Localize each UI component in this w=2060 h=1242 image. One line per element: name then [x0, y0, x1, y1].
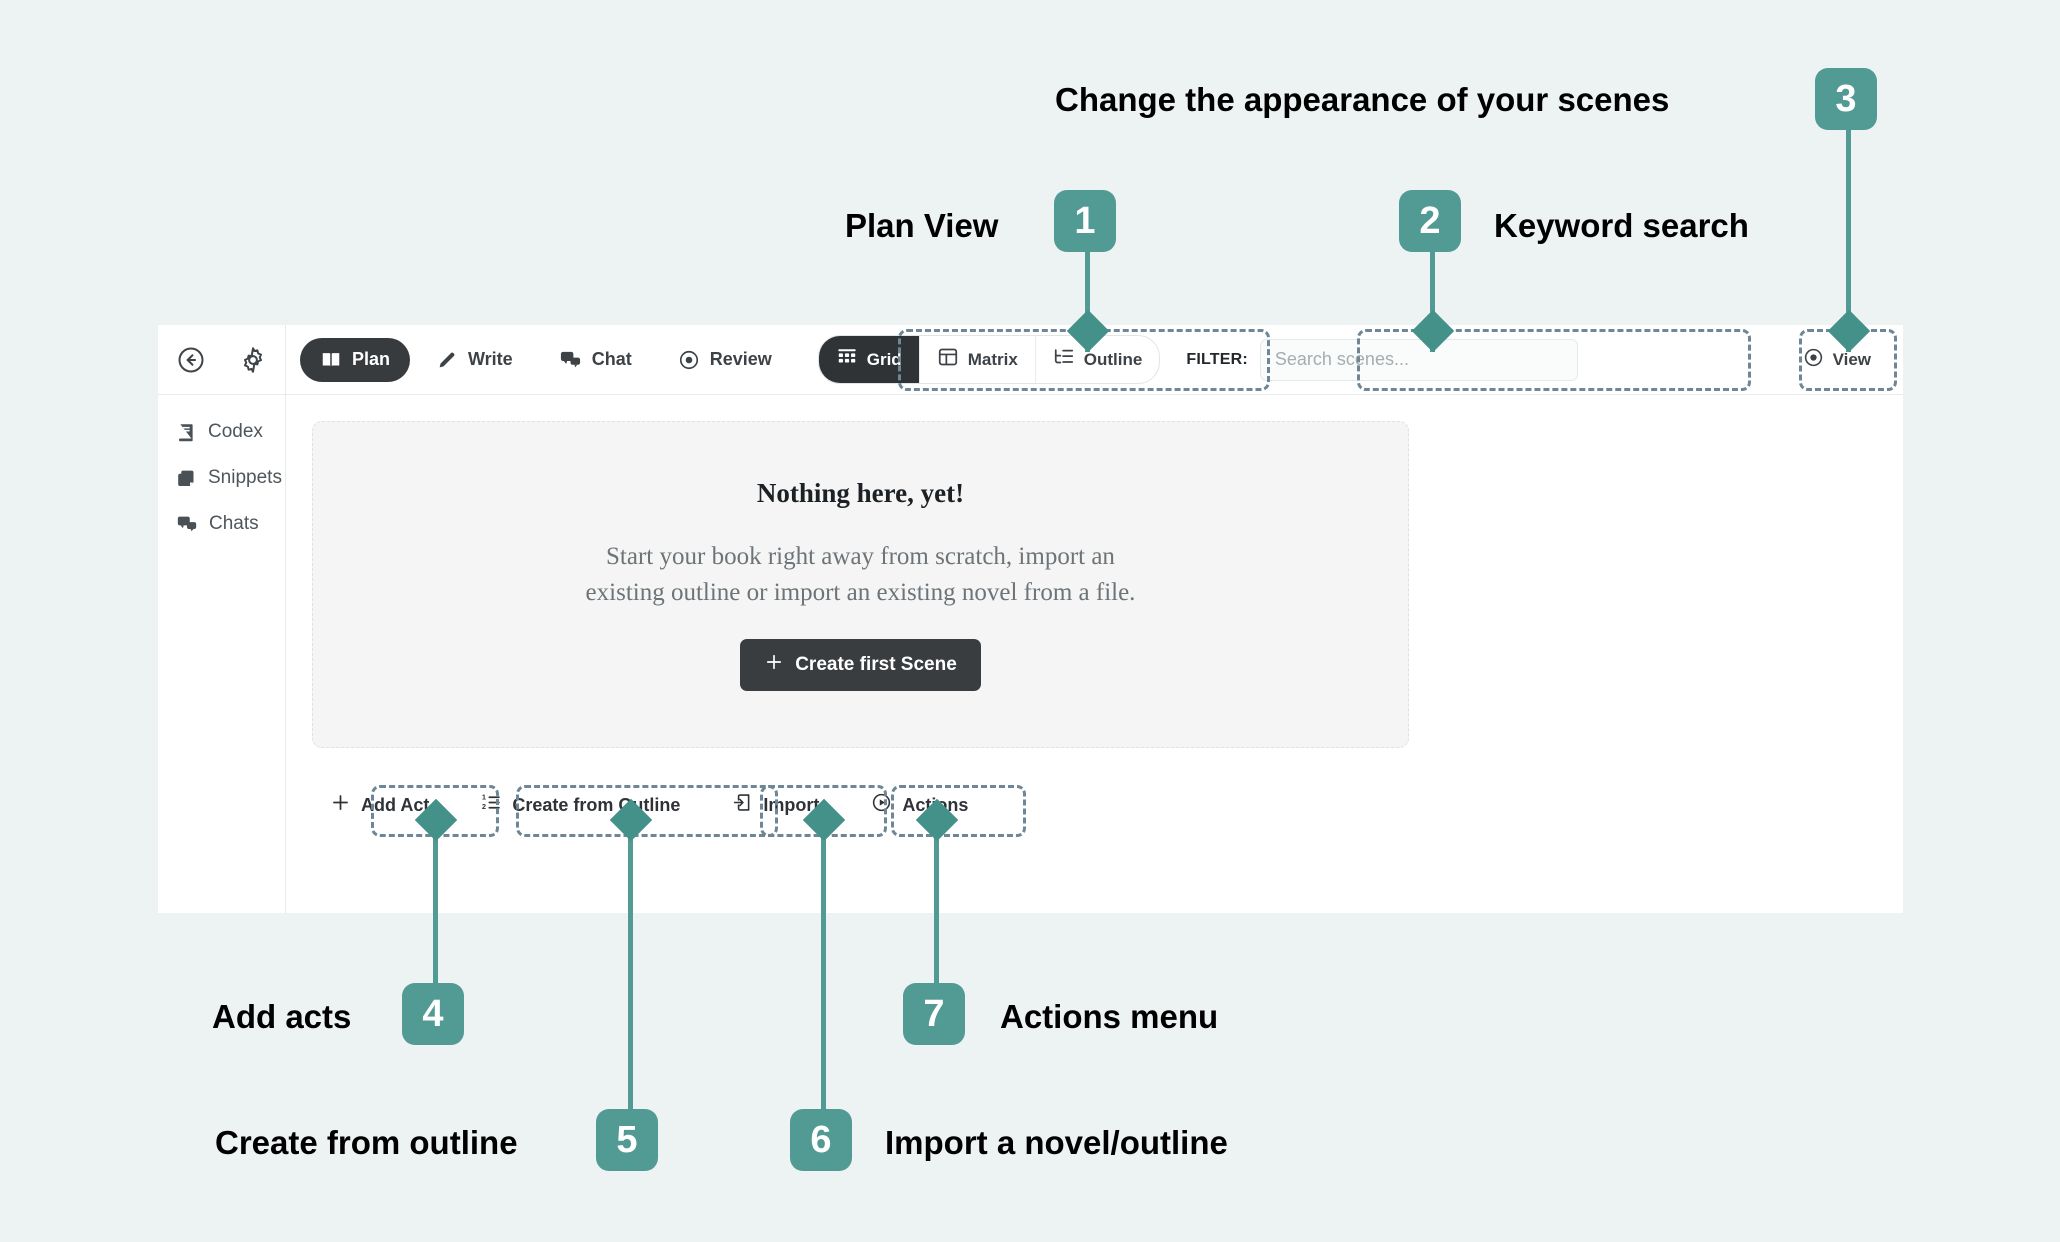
book-closed-icon: [176, 422, 197, 443]
annotation-label-7: Actions menu: [1000, 998, 1219, 1035]
play-circle-icon: [871, 792, 892, 818]
content-area: Nothing here, yet! Start your book right…: [286, 395, 1903, 913]
empty-state-title: Nothing here, yet!: [756, 477, 965, 508]
annotation-label-1: Plan View: [845, 207, 999, 244]
empty-state-description-line1: Start your book right away from scratch,…: [606, 542, 1115, 570]
nav-item-label: Plan: [352, 349, 391, 369]
leader-line-6: [821, 820, 826, 1126]
annotation-label-6: Import a novel/outline: [885, 1124, 1228, 1161]
empty-state-description: Start your book right away from scratch,…: [586, 539, 1136, 612]
filter-label: FILTER:: [1186, 350, 1248, 368]
svg-text:1: 1: [482, 793, 486, 802]
annotation-badge-3: 3: [1815, 68, 1877, 130]
annotation-label-4: Add acts: [212, 998, 352, 1035]
app-toolbar: Plan Write: [158, 325, 1903, 395]
annotation-badge-7: 7: [903, 983, 965, 1045]
view-button[interactable]: View: [1789, 338, 1885, 382]
view-mode-matrix[interactable]: Matrix: [918, 336, 1035, 383]
sidebar-item-label: Codex: [208, 421, 263, 442]
matrix-icon: [937, 346, 959, 373]
leader-line-1: [1085, 252, 1090, 352]
annotation-badge-5: 5: [596, 1109, 658, 1171]
nav-item-label: Chat: [591, 349, 632, 369]
copy-icon: [176, 468, 197, 489]
view-mode-outline[interactable]: Outline: [1034, 336, 1160, 383]
create-from-outline-label: Create from Outline: [512, 794, 681, 815]
view-mode-grid[interactable]: Grid: [818, 336, 919, 383]
leader-line-2: [1430, 252, 1435, 352]
plus-icon: [764, 652, 784, 678]
annotation-badge-1: 1: [1054, 190, 1116, 252]
annotation-badge-4: 4: [402, 983, 464, 1045]
window-controls: [158, 325, 286, 394]
sidebar-item-label: Snippets: [208, 467, 282, 488]
nav-item-plan[interactable]: Plan: [300, 337, 411, 382]
annotation-label-2: Keyword search: [1494, 207, 1749, 244]
pencil-icon: [436, 349, 458, 371]
create-first-scene-label: Create first Scene: [795, 654, 957, 676]
view-mode-label: Matrix: [967, 349, 1018, 369]
sidebar-item-snippets[interactable]: Snippets: [158, 455, 285, 501]
svg-text:2: 2: [482, 802, 486, 811]
leader-line-4: [433, 820, 438, 1000]
add-act-label: Add Act: [361, 794, 430, 815]
ordered-list-icon: 1 2: [481, 792, 502, 818]
grid-icon: [836, 346, 858, 373]
chat-bubbles-icon: [176, 513, 198, 535]
leader-line-3: [1846, 130, 1851, 352]
view-mode-label: Outline: [1083, 349, 1143, 369]
sidebar-item-codex[interactable]: Codex: [158, 409, 285, 455]
view-button-label: View: [1832, 349, 1871, 369]
view-mode-group-wrap: Grid Matrix: [817, 335, 1161, 384]
sidebar-item-label: Chats: [209, 513, 259, 534]
create-from-outline-button[interactable]: 1 2 Create from Outline: [463, 782, 699, 828]
annotation-badge-6: 6: [790, 1109, 852, 1171]
outline-icon: [1053, 346, 1075, 373]
book-icon: [320, 349, 342, 371]
import-icon: [732, 792, 753, 818]
view-mode-group: Grid Matrix: [817, 335, 1161, 384]
app-body: Codex Snippets: [158, 395, 1903, 913]
nav-item-chat[interactable]: Chat: [539, 337, 652, 382]
leader-line-7: [934, 820, 939, 1000]
main-nav: Plan Write: [300, 337, 792, 382]
plus-icon: [330, 792, 351, 818]
toolbar-right: Plan Write: [286, 325, 1903, 394]
nav-item-label: Review: [709, 349, 772, 369]
nav-item-label: Write: [468, 349, 513, 369]
empty-state-description-line2: existing outline or import an existing n…: [585, 579, 1136, 606]
eye-icon: [1803, 347, 1824, 373]
create-first-scene-button[interactable]: Create first Scene: [740, 639, 981, 692]
filter-area: FILTER:: [1186, 338, 1578, 381]
annotation-label-3: Change the appearance of your scenes: [1055, 81, 1670, 118]
search-input[interactable]: [1259, 338, 1578, 381]
annotation-label-5: Create from outline: [215, 1124, 518, 1161]
sidebar: Codex Snippets: [158, 395, 286, 913]
leader-line-5: [628, 820, 633, 1126]
back-icon[interactable]: [174, 343, 208, 377]
sidebar-item-chats[interactable]: Chats: [158, 501, 285, 547]
view-mode-label: Grid: [866, 349, 902, 369]
nav-item-write[interactable]: Write: [416, 338, 533, 382]
empty-state-card: Nothing here, yet! Start your book right…: [312, 421, 1409, 748]
nav-item-review[interactable]: Review: [658, 338, 792, 382]
annotation-badge-2: 2: [1399, 190, 1461, 252]
action-buttons-row: Add Act 1 2 Create from Outline: [312, 782, 1903, 828]
gear-icon[interactable]: [236, 343, 270, 377]
eye-icon: [678, 349, 700, 371]
chat-icon: [559, 348, 582, 371]
